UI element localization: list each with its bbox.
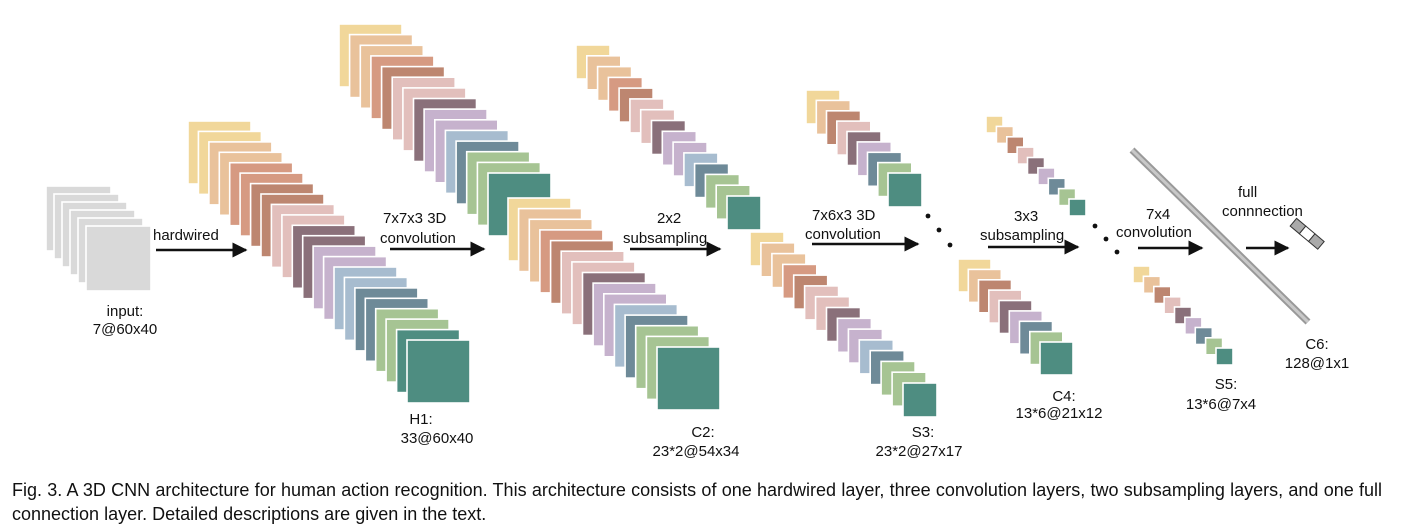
arrow-label-sub2-size: 3x3 — [1014, 208, 1038, 225]
feature-map — [1039, 341, 1074, 376]
arrow-label-sub2-type: subsampling — [980, 227, 1064, 244]
arrow-label-conv2-type: convolution — [805, 226, 881, 243]
c2-lower-stack — [507, 197, 721, 411]
c2-upper-stack — [338, 23, 552, 237]
h1-stack — [187, 120, 471, 404]
feature-map — [726, 195, 762, 231]
arrow-label-conv1-kernel: 7x7x3 3D — [383, 210, 447, 227]
feature-map-stacks — [45, 23, 1234, 418]
input-stack — [45, 185, 152, 292]
output-vector — [1289, 217, 1325, 250]
c4-upper-stack — [805, 89, 923, 208]
c2-layer-dims: 23*2@54x34 — [653, 443, 740, 460]
arrow-label-hardwired: hardwired — [153, 227, 219, 244]
ellipsis-dots — [925, 213, 1120, 255]
arrow-label-conv3-kernel: 7x4 — [1146, 206, 1170, 223]
arrow-label-conv1-type: convolution — [380, 230, 456, 247]
s3-lower-stack — [749, 231, 938, 418]
input-layer-title: input: — [107, 303, 144, 320]
c6-layer-title: C6: — [1305, 336, 1328, 353]
feature-map — [656, 346, 721, 411]
s5-layer-dims: 13*6@7x4 — [1186, 396, 1256, 413]
c4-lower-stack — [957, 258, 1074, 376]
h1-layer-title: H1: — [409, 411, 432, 428]
arrow-label-conv3-type: convolution — [1116, 224, 1192, 241]
figure-caption: Fig. 3. A 3D CNN architecture for human … — [12, 480, 1382, 524]
arrow-label-sub1-size: 2x2 — [657, 210, 681, 227]
s5-upper-stack — [985, 115, 1087, 217]
s3-upper-stack — [575, 44, 762, 231]
arrow-label-full-line1: full — [1238, 184, 1257, 201]
cnn-architecture-diagram: hardwired 7x7x3 3D convolution 2x2 subsa… — [45, 23, 1349, 460]
s5-layer-title: S5: — [1215, 376, 1238, 393]
feature-map — [406, 339, 471, 404]
s3-layer-title: S3: — [912, 424, 935, 441]
c4-layer-dims: 13*6@21x12 — [1016, 405, 1103, 422]
arrow-label-full-line2: connnection — [1222, 203, 1303, 220]
arrow-label-sub1-type: subsampling — [623, 230, 707, 247]
feature-map — [1068, 198, 1087, 217]
c6-layer-dims: 128@1x1 — [1285, 355, 1349, 372]
feature-map — [887, 172, 923, 208]
h1-layer-dims: 33@60x40 — [401, 430, 474, 447]
feature-map — [902, 382, 938, 418]
arrow-label-conv2-kernel: 7x6x3 3D — [812, 207, 876, 224]
s3-layer-dims: 23*2@27x17 — [876, 443, 963, 460]
s5-lower-stack — [1132, 265, 1234, 366]
feature-map — [85, 225, 152, 292]
c4-layer-title: C4: — [1052, 388, 1075, 405]
c2-layer-title: C2: — [691, 424, 714, 441]
feature-map — [1215, 347, 1234, 366]
input-layer-dims: 7@60x40 — [93, 321, 157, 338]
